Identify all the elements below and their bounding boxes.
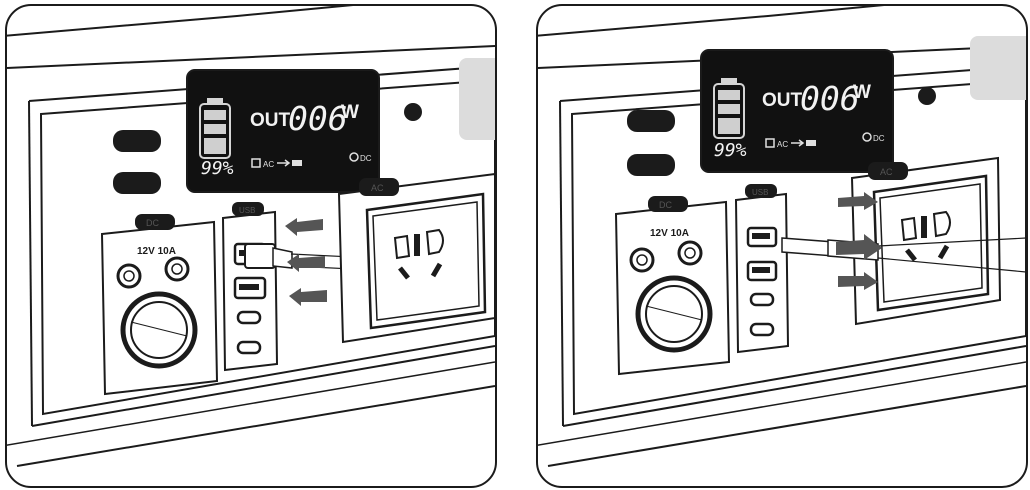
- arrow-icon: [791, 139, 805, 147]
- battery-percent: 99%: [714, 140, 747, 161]
- out-label: OUT: [250, 110, 291, 131]
- indicator-icon: [349, 152, 359, 162]
- usb-c-port-2[interactable]: [236, 340, 262, 355]
- arrow-icon: [838, 192, 878, 210]
- shaded-tab: [970, 36, 1026, 100]
- arrow-icon: [277, 159, 291, 167]
- out-value: 006: [288, 99, 348, 138]
- arrow-icon: [289, 288, 327, 306]
- usb-c-port-1[interactable]: [236, 310, 262, 325]
- ac-badge: AC: [371, 183, 384, 193]
- out-label: OUT: [762, 90, 803, 111]
- dc-rating: 12V 10A: [137, 246, 176, 257]
- usb-c-port-2[interactable]: [749, 322, 775, 337]
- illustration-ac-output: OUT 006 W 99% AC DC DC 12V 10A USB: [536, 4, 1028, 488]
- usb-badge: USB: [239, 206, 255, 215]
- mode-label: AC: [777, 140, 788, 149]
- dc-badge: DC: [659, 200, 672, 210]
- ac-badge: AC: [880, 167, 893, 177]
- out-unit: W: [341, 102, 359, 123]
- arrow-icon: [287, 254, 325, 272]
- left-button-bottom[interactable]: [627, 154, 675, 176]
- battery-percent: 99%: [201, 158, 234, 179]
- illustration-usb-output: OUT 006 W 99% AC DC DC 12V 10A USB: [5, 4, 497, 488]
- indicator-icon: [862, 132, 872, 142]
- power-button[interactable]: [918, 87, 936, 105]
- left-button-top[interactable]: [113, 130, 161, 152]
- out-unit: W: [853, 82, 871, 103]
- dc-section: DC 12V 10A: [614, 196, 731, 376]
- left-button-top[interactable]: [627, 110, 675, 132]
- indicator-dc: DC: [873, 134, 885, 143]
- usb-c-port-1[interactable]: [749, 292, 775, 307]
- usb-section: USB: [221, 202, 279, 372]
- display-screen: [700, 49, 894, 173]
- left-button-bottom[interactable]: [113, 172, 161, 194]
- mode-icon: [765, 138, 775, 148]
- device-front-ac: OUT 006 W 99% AC DC DC 12V 10A USB: [538, 6, 1026, 467]
- ac-section: AC: [337, 172, 495, 344]
- arrow-icon: [285, 218, 323, 236]
- dc-rating: 12V 10A: [650, 228, 689, 239]
- arrow-icon: [838, 272, 878, 290]
- usb-section: USB: [734, 184, 790, 354]
- shaded-tab: [459, 58, 495, 140]
- mode-label: AC: [263, 160, 274, 169]
- out-value: 006: [800, 79, 860, 118]
- power-button[interactable]: [404, 103, 422, 121]
- insert-arrows: [836, 192, 882, 290]
- arrow-icon: [836, 234, 882, 260]
- insert-arrows: [285, 218, 327, 306]
- dc-badge: DC: [146, 218, 159, 228]
- indicator-dc: DC: [360, 154, 372, 163]
- mode-icon: [251, 158, 261, 168]
- usb-badge: USB: [752, 188, 768, 197]
- display-screen: [186, 69, 380, 193]
- device-front-usb: OUT 006 W 99% AC DC DC 12V 10A USB: [7, 6, 495, 467]
- dc-section: DC 12V 10A: [100, 214, 219, 396]
